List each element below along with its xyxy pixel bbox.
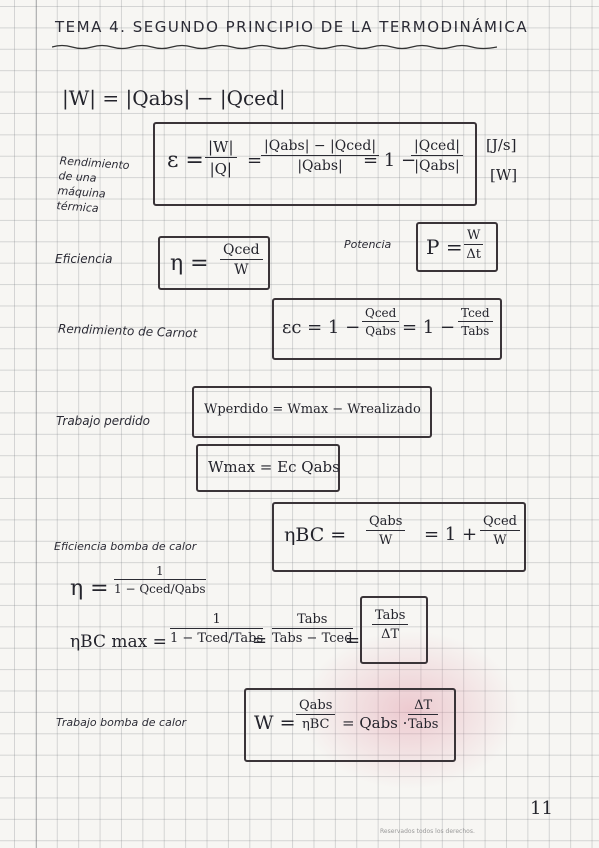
potencia-num: W: [464, 228, 484, 245]
trabajo-perdido-box: Wperdido = Wmax − Wrealizado: [192, 386, 432, 438]
unit-w: [W]: [490, 166, 518, 184]
bomba-label: Eficiencia bomba de calor: [54, 540, 197, 553]
carnot-f1-den: Qabs: [365, 324, 397, 338]
eficiencia-label: Eficiencia: [55, 252, 113, 266]
bomba-f1-num: Qabs: [366, 514, 406, 531]
eficiencia-lhs: η =: [170, 251, 209, 276]
carnot-f2-num: Tced: [458, 306, 493, 322]
carnot-label: Rendimiento de Carnot: [57, 321, 198, 341]
rendimiento-lhs: ε =: [167, 148, 204, 173]
trabajo-bomba-f2-den: Tabs: [408, 717, 439, 732]
rendimiento-f2-den: |Qabs|: [297, 158, 343, 174]
title-underline: [52, 44, 497, 50]
eta-max-eq2: =: [345, 630, 361, 651]
potencia-box: P = W Δt: [416, 222, 498, 272]
potencia-den: Δt: [466, 247, 481, 262]
bomba-lhs: ηBC =: [284, 524, 347, 546]
bomba-frac-1: Qabs W: [366, 514, 406, 548]
carnot-mid: = 1 −: [402, 317, 456, 338]
eta-max-f3-den: ΔT: [381, 627, 400, 642]
wmax-box: Wmax = Ec Qabs: [196, 444, 340, 492]
trabajo-bomba-frac-2: ΔT Tabs: [408, 698, 439, 732]
rendimiento-mid: = 1 −: [363, 150, 417, 171]
potencia-label: Potencia: [344, 238, 392, 251]
rendimiento-eq: =: [247, 150, 263, 171]
eta-den: 1 − Qced/Qabs: [114, 582, 206, 596]
carnot-frac-1: Qced Qabs: [362, 306, 400, 338]
eta-max-frac-2: Tabs Tabs − Tced: [272, 612, 353, 646]
eta-max-f3-num: Tabs: [372, 608, 409, 625]
trabajo-perdido-eq: Wperdido = Wmax − Wrealizado: [204, 402, 421, 417]
trabajo-bomba-f2-num: ΔT: [408, 698, 439, 715]
carnot-lhs: εc = 1 −: [282, 317, 361, 338]
bomba-frac-2: Qced W: [480, 514, 520, 548]
rendimiento-frac-2: |Qabs| − |Qced| |Qabs|: [261, 138, 380, 174]
bomba-box: ηBC = Qabs W = 1 + Qced W: [272, 502, 526, 572]
rendimiento-f2-num: |Qabs| − |Qced|: [261, 138, 380, 156]
rendimiento-f3-num: |Qced|: [411, 138, 463, 156]
eficiencia-num: Qced: [220, 242, 263, 260]
rendimiento-box: ε = |W| |Q| = |Qabs| − |Qced| |Qabs| = 1…: [153, 122, 477, 206]
rendimiento-label: Rendimiento de una máquina térmica: [56, 154, 130, 216]
rendimiento-f1-den: |Q|: [209, 160, 232, 178]
eta-max-box: Tabs ΔT: [360, 596, 428, 664]
eta-lhs: η =: [70, 576, 109, 601]
rendimiento-f3-den: |Qabs|: [414, 158, 460, 174]
eta-max-frac-1: 1 1 − Tced/Tabs: [170, 612, 264, 646]
eta-max-f1-num: 1: [170, 612, 264, 629]
rendimiento-frac-1: |W| |Q|: [205, 138, 237, 178]
trabajo-bomba-box: W = Qabs ηBC = Qabs · ΔT Tabs: [244, 688, 456, 762]
potencia-frac: W Δt: [464, 228, 484, 262]
trabajo-bomba-mid: = Qabs ·: [342, 714, 408, 732]
trabajo-bomba-label: Trabajo bomba de calor: [56, 716, 187, 729]
page-number: 11: [530, 798, 553, 819]
work-equation: |W| = |Qabs| − |Qced|: [62, 86, 286, 110]
page-title: TEMA 4. SEGUNDO PRINCIPIO DE LA TERMODIN…: [55, 18, 529, 36]
carnot-f2-den: Tabs: [461, 324, 490, 338]
eta-frac: 1 1 − Qced/Qabs: [114, 564, 206, 596]
eta-max-f2-num: Tabs: [272, 612, 353, 629]
bomba-mid: = 1 +: [424, 524, 478, 545]
eficiencia-box: η = Qced W: [158, 236, 270, 290]
eta-max-frac-3: Tabs ΔT: [372, 608, 409, 642]
footer-text: Reservados todos los derechos.: [380, 828, 475, 835]
trabajo-bomba-f1-den: ηBC: [301, 717, 330, 732]
wmax-eq: Wmax = Ec Qabs: [208, 458, 340, 476]
pink-stain: [300, 630, 520, 790]
trabajo-bomba-lhs: W =: [254, 712, 296, 734]
bomba-f1-den: W: [379, 533, 393, 548]
eta-max-f2-den: Tabs − Tced: [272, 631, 353, 646]
trabajo-bomba-f1-num: Qabs: [296, 698, 336, 715]
carnot-box: εc = 1 − Qced Qabs = 1 − Tced Tabs: [272, 298, 502, 360]
eta-num: 1: [114, 564, 206, 580]
eficiencia-frac: Qced W: [220, 242, 263, 278]
eta-max-eq1: =: [252, 630, 268, 651]
trabajo-perdido-label: Trabajo perdido: [56, 414, 150, 428]
eficiencia-den: W: [234, 262, 249, 278]
rendimiento-frac-3: |Qced| |Qabs|: [411, 138, 463, 174]
bomba-f2-num: Qced: [480, 514, 520, 531]
eta-max-lhs: ηBC max =: [70, 632, 167, 652]
unit-js: [J/s]: [486, 136, 517, 154]
trabajo-bomba-frac-1: Qabs ηBC: [296, 698, 336, 732]
bomba-f2-den: W: [493, 533, 507, 548]
eta-max-f1-den: 1 − Tced/Tabs: [170, 631, 264, 646]
carnot-f1-num: Qced: [362, 306, 400, 322]
rendimiento-f1-num: |W|: [205, 138, 237, 158]
carnot-frac-2: Tced Tabs: [458, 306, 493, 338]
margin-line: [36, 0, 37, 848]
potencia-lhs: P =: [426, 235, 463, 259]
